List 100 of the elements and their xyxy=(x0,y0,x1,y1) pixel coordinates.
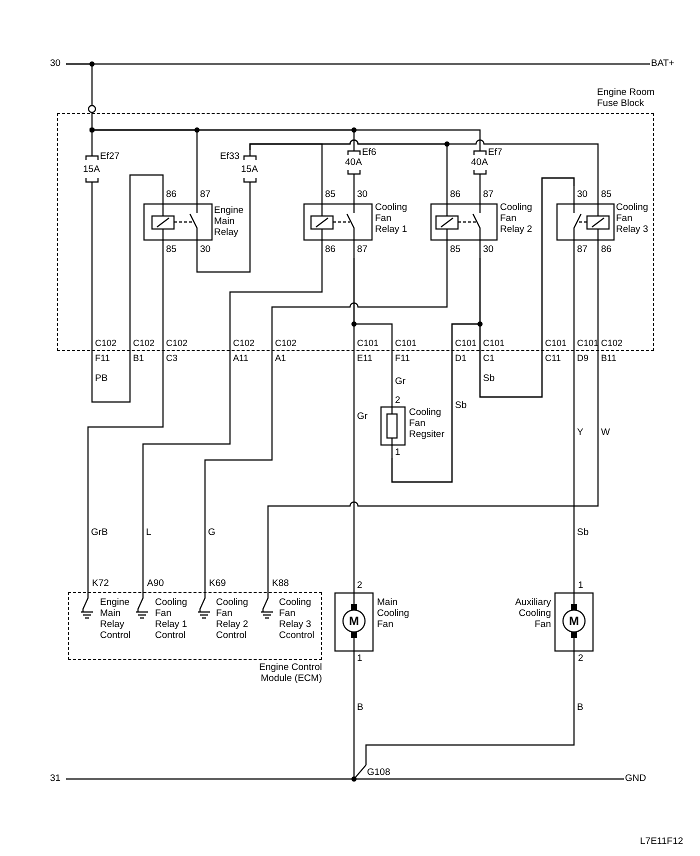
wire xyxy=(249,139,599,186)
control-label: Engine Main Relay Control xyxy=(100,597,132,641)
fuse-rating: 40A xyxy=(471,157,488,168)
terminal-label: BAT+ xyxy=(651,58,674,69)
connector-label: C101 xyxy=(455,338,477,349)
wire-color-code: Sb xyxy=(455,400,467,411)
ground-label: G108 xyxy=(367,767,390,778)
pin-number: 2 xyxy=(395,395,400,406)
wire xyxy=(87,258,164,594)
relay-label: Engine Main Relay xyxy=(214,205,245,238)
wire xyxy=(479,178,481,186)
motor-letter: M xyxy=(568,615,580,627)
wire-color-code: G xyxy=(208,527,216,538)
connector-label: C101 xyxy=(577,338,599,349)
wire-color-code: Gr xyxy=(357,411,368,422)
fuse-rating: 40A xyxy=(345,157,362,168)
figure-code: L7E11F12 xyxy=(640,836,684,847)
pin-number: 1 xyxy=(395,447,400,458)
terminal-label: 31 xyxy=(50,773,61,784)
connector-label: C1 xyxy=(483,353,495,364)
pin-number: 86 xyxy=(450,189,461,200)
relay-label: Cooling Fan Relay 2 xyxy=(500,202,534,235)
pin-number: 87 xyxy=(577,244,588,255)
wire xyxy=(365,666,575,765)
fuse-label: Ef27 xyxy=(100,151,120,162)
connector-label: C101 xyxy=(395,338,417,349)
pin-label: K69 xyxy=(209,578,226,589)
module-label: Engine Control Module (ECM) xyxy=(258,662,322,684)
wire-color-code: Y xyxy=(577,427,584,438)
fuse-label: Ef6 xyxy=(362,147,376,158)
pin-number: 85 xyxy=(601,189,612,200)
pin-number: 30 xyxy=(357,189,368,200)
wire xyxy=(196,186,251,273)
pin-number: 85 xyxy=(325,189,336,200)
connector-label: E11 xyxy=(357,353,372,364)
connector-label: F11 xyxy=(395,353,410,364)
wire-color-code: L xyxy=(146,527,152,538)
terminal-label: 30 xyxy=(50,58,61,69)
fuse-rating: 15A xyxy=(241,164,258,175)
wire-color-code: B xyxy=(577,702,584,713)
control-label: Cooling Fan Relay 3 Ccontrol xyxy=(279,597,316,641)
relay-label: Cooling Fan Relay 3 xyxy=(616,202,650,235)
pin-number: 85 xyxy=(450,244,461,255)
connector-label: C102 xyxy=(133,338,155,349)
pin-number: 86 xyxy=(166,189,177,200)
control-label: Cooling Fan Relay 1 Control xyxy=(155,597,188,641)
resistor-label: Cooling Fan Regsiter xyxy=(409,407,446,440)
connector-label: C102 xyxy=(275,338,297,349)
pin-label: K88 xyxy=(272,578,289,589)
fuse-label: Ef7 xyxy=(488,147,502,158)
wire xyxy=(91,174,164,403)
pin-number: 30 xyxy=(483,244,494,255)
wire xyxy=(353,666,355,765)
wire xyxy=(66,63,93,150)
wire xyxy=(267,258,599,594)
pin-number: 30 xyxy=(577,189,588,200)
connector-label: C102 xyxy=(166,338,188,349)
connector-label: D1 xyxy=(455,353,467,364)
wire-color-code: Sb xyxy=(483,373,495,384)
wire xyxy=(142,258,323,594)
pin-number: 2 xyxy=(578,653,584,664)
control-label: Cooling Fan Relay 2 Control xyxy=(216,597,250,641)
motor-label: Auxiliary Cooling Fan xyxy=(514,597,551,630)
pin-number: 87 xyxy=(483,189,494,200)
fuse-label: Ef33 xyxy=(220,151,240,162)
pin-number: 1 xyxy=(578,580,584,591)
pin-number: 2 xyxy=(357,580,362,591)
wire xyxy=(353,258,393,396)
pin-number: 87 xyxy=(357,244,368,255)
wire xyxy=(89,127,481,146)
connector-label: F11 xyxy=(95,353,110,364)
wire xyxy=(479,177,575,398)
pin-number: 1 xyxy=(357,653,362,664)
pin-label: A90 xyxy=(147,578,164,589)
wire xyxy=(204,258,448,594)
pin-label: K72 xyxy=(92,578,109,589)
pin-number: 30 xyxy=(200,244,211,255)
wire xyxy=(573,258,575,578)
connector-label: C102 xyxy=(601,338,623,349)
connector-label: C11 xyxy=(545,353,561,364)
pin-number: 87 xyxy=(200,189,211,200)
wire xyxy=(66,778,350,780)
relay-label: Cooling Fan Relay 1 xyxy=(375,202,408,235)
pin-number: 85 xyxy=(166,244,177,255)
connector-label: C102 xyxy=(95,338,117,349)
fuse-rating: 15A xyxy=(83,164,100,175)
fuse-block-label: Engine Room Fuse Block xyxy=(597,87,655,109)
connector-label: C101 xyxy=(545,338,567,349)
connector-label: A1 xyxy=(275,353,286,364)
motor-label: Main Cooling Fan xyxy=(377,597,410,630)
connector-label: C101 xyxy=(483,338,505,349)
motor-letter: M xyxy=(348,615,360,627)
wire-color-code: Sb xyxy=(577,527,589,538)
connector-label: B11 xyxy=(601,353,616,364)
connector-label: C101 xyxy=(357,338,379,349)
connector-label: A11 xyxy=(233,353,248,364)
connector-label: C102 xyxy=(233,338,255,349)
connector-label: B1 xyxy=(133,353,144,364)
wire-color-code: B xyxy=(357,702,364,713)
wire-color-code: W xyxy=(601,427,610,438)
